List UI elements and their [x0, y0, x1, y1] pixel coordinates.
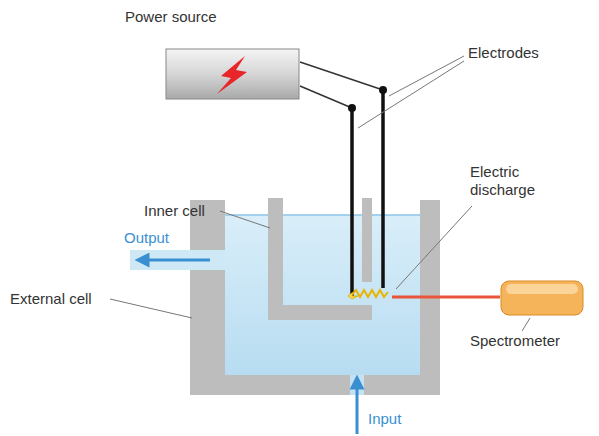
electrode-terminal [348, 104, 356, 112]
power-source-box: Power source [165, 48, 300, 100]
flow-label: Output [124, 229, 194, 247]
part-label: Electric discharge [470, 163, 550, 199]
flow-label: Input [368, 410, 428, 428]
output-tube [130, 250, 225, 270]
electrode-terminal [379, 86, 387, 94]
input-arrow [356, 382, 359, 434]
part-label: Inner cell [144, 202, 224, 220]
spark-flash [348, 292, 358, 299]
device-label: Power source [125, 8, 217, 26]
power-box-shape [165, 48, 300, 100]
lightning-symbol [217, 56, 247, 94]
spectrometer-box: Spectrometer [500, 280, 584, 316]
part-label: Electrodes [468, 44, 578, 62]
inner-cell [268, 198, 372, 320]
part-label: External cell [10, 290, 110, 308]
output-arrow [142, 259, 210, 262]
water-line [225, 214, 420, 216]
light-beam [392, 296, 500, 299]
device-label: Spectrometer [470, 332, 560, 350]
electrodes [352, 90, 383, 296]
wires [300, 62, 383, 108]
spectrometer-shape [500, 280, 584, 316]
water [225, 215, 420, 375]
